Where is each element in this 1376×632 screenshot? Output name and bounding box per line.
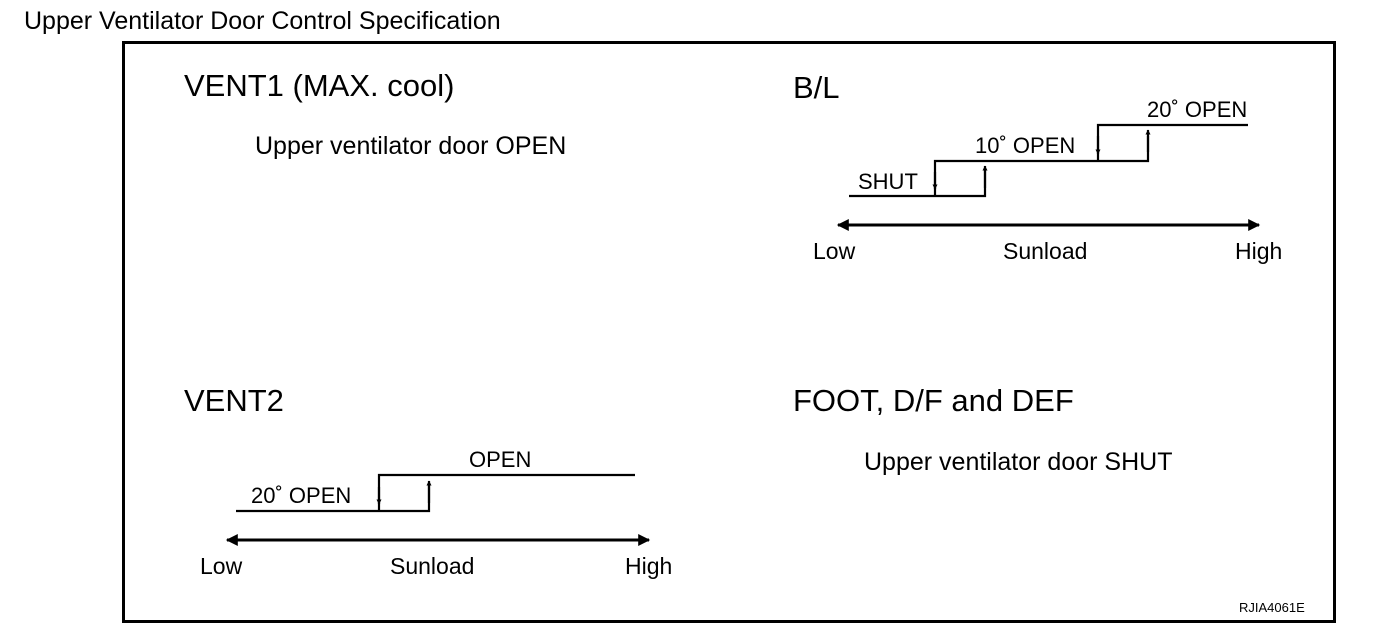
vent2-level-open: OPEN [469,447,531,472]
bl-step-graph [849,123,1248,198]
foot-description: Upper ventilator door SHUT [864,448,1172,476]
vent2-axis-label: Sunload [390,553,474,579]
bl-level-20-open: 20˚ OPEN [1147,97,1247,122]
vent2-heading: VENT2 [184,383,284,418]
foot-heading: FOOT, D/F and DEF [793,383,1074,418]
vent1-description: Upper ventilator door OPEN [255,132,566,160]
bl-axis-low: Low [813,238,856,264]
page-title: Upper Ventilator Door Control Specificat… [24,7,501,35]
reference-code: RJIA4061E [1239,600,1305,615]
vent2-axis-high: High [625,553,672,579]
diagram-frame [122,41,1336,623]
bl-axis-label: Sunload [1003,238,1087,264]
vent2-level-20-open: 20˚ OPEN [251,483,351,508]
vent2-axis-low: Low [200,553,243,579]
bl-axis-high: High [1235,238,1282,264]
bl-heading: B/L [793,70,840,105]
bl-level-shut: SHUT [858,169,918,194]
vent1-heading: VENT1 (MAX. cool) [184,68,454,103]
vent2-step-graph [236,473,635,513]
bl-level-10-open: 10˚ OPEN [975,133,1075,158]
